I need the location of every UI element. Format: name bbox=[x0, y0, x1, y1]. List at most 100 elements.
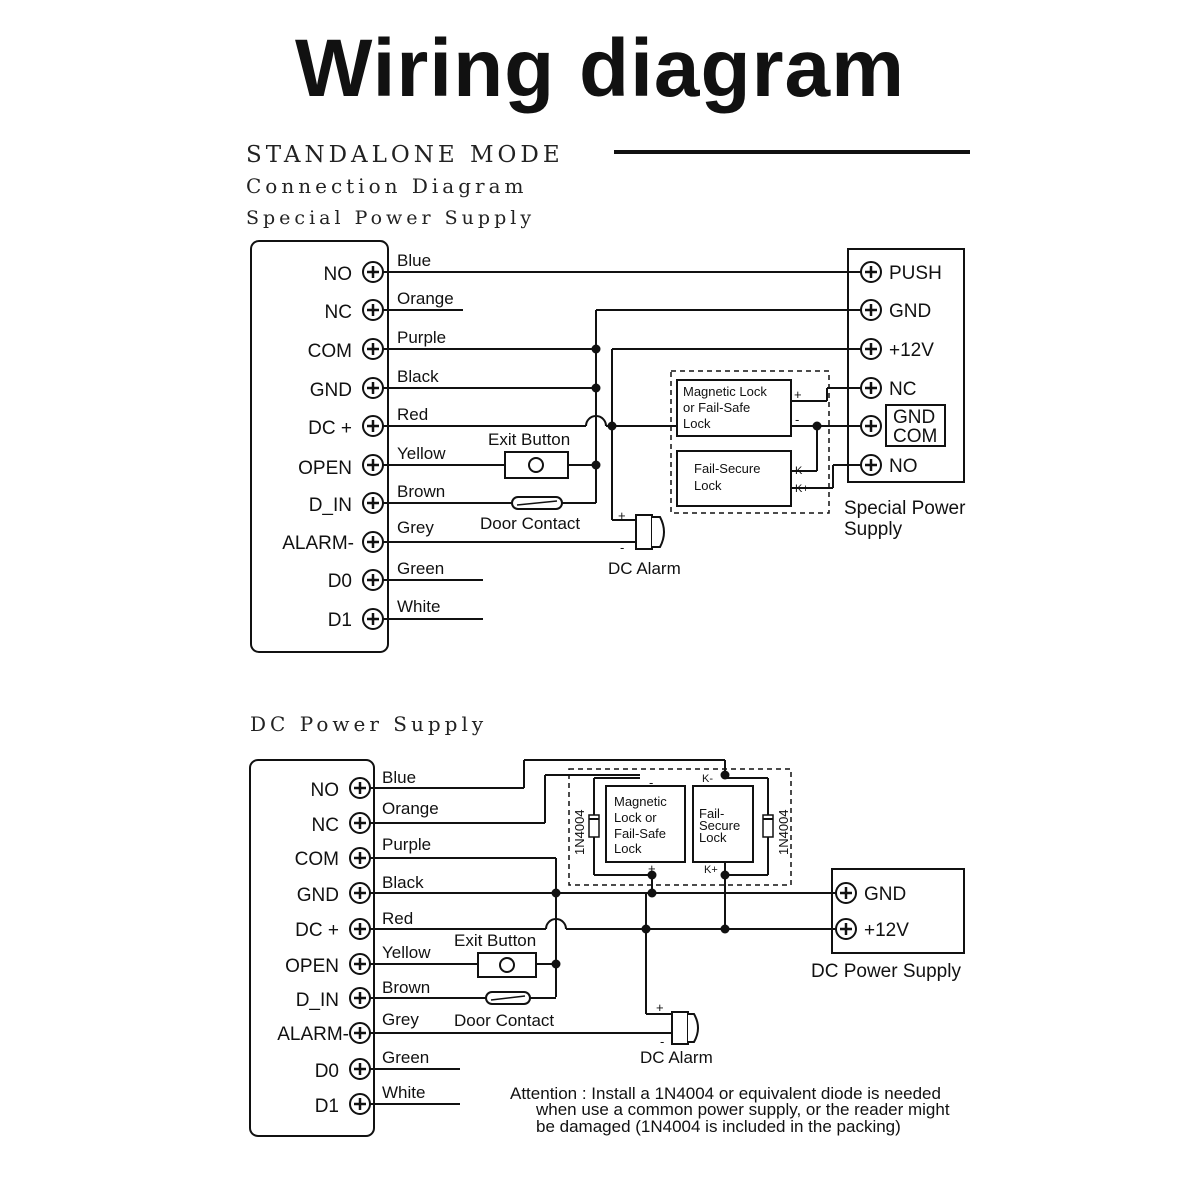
svg-text:Lock: Lock bbox=[699, 830, 727, 845]
svg-text:-: - bbox=[795, 412, 799, 427]
psu-terminal-label: NO bbox=[889, 456, 918, 477]
section1-terminal-screws bbox=[361, 260, 385, 631]
psu-terminal-label: NC bbox=[889, 379, 916, 400]
button-icon bbox=[499, 957, 515, 973]
controller-box bbox=[249, 759, 375, 1137]
svg-text:Attention : Install a 1N4004 o: Attention : Install a 1N4004 or equivale… bbox=[510, 1084, 941, 1103]
button-icon bbox=[528, 457, 544, 473]
svg-text:K+: K+ bbox=[795, 483, 809, 495]
svg-text:Grey: Grey bbox=[382, 1010, 419, 1029]
svg-text:Special Power: Special Power bbox=[844, 498, 966, 519]
terminal-label: ALARM- bbox=[282, 533, 354, 554]
failsecure-box bbox=[692, 785, 754, 863]
svg-text:Blue: Blue bbox=[382, 768, 416, 787]
section1-power-supply: PUSH GND +12V NC NO GND COM Special Powe… bbox=[844, 248, 966, 540]
svg-text:Magnetic: Magnetic bbox=[614, 794, 667, 809]
section1-dc-alarm: + - DC Alarm bbox=[608, 508, 681, 578]
terminal-label: COM bbox=[308, 341, 352, 362]
sub-heading: Connection Diagram bbox=[246, 174, 528, 198]
svg-text:Secure: Secure bbox=[699, 818, 740, 833]
svg-text:K-: K- bbox=[702, 773, 713, 785]
mode-heading: STANDALONE MODE bbox=[246, 142, 564, 168]
svg-text:Yellow: Yellow bbox=[382, 943, 431, 962]
terminal-label: DC + bbox=[308, 418, 352, 439]
svg-text:Orange: Orange bbox=[382, 799, 439, 818]
section2-exit-button: Exit Button bbox=[454, 931, 537, 978]
svg-text:Red: Red bbox=[382, 909, 413, 928]
section1-controller bbox=[250, 240, 389, 653]
svg-text:Purple: Purple bbox=[382, 835, 431, 854]
wire-label: White bbox=[397, 597, 440, 616]
svg-text:DC Alarm: DC Alarm bbox=[608, 559, 681, 578]
section2-power-supply: GND +12V DC Power Supply bbox=[811, 868, 965, 982]
section2-door-contact: Door Contact bbox=[454, 991, 554, 1030]
terminal-label: NO bbox=[324, 264, 353, 285]
maglock-box bbox=[676, 379, 792, 437]
section1-exit-button: Exit Button bbox=[488, 430, 570, 479]
svg-text:-: - bbox=[649, 775, 653, 790]
svg-text:+12V: +12V bbox=[864, 920, 909, 941]
svg-text:GND: GND bbox=[893, 407, 935, 428]
svg-text:+: + bbox=[794, 387, 802, 402]
svg-text:K+: K+ bbox=[704, 864, 718, 876]
terminal-label: D1 bbox=[328, 610, 352, 631]
svg-text:DC +: DC + bbox=[295, 920, 339, 941]
wire-label: Red bbox=[397, 405, 428, 424]
svg-text:when use a common power supply: when use a common power supply, or the r… bbox=[535, 1100, 950, 1119]
svg-text:Fail-: Fail- bbox=[699, 806, 724, 821]
svg-text:K-: K- bbox=[795, 465, 806, 477]
svg-text:Door Contact: Door Contact bbox=[480, 514, 580, 533]
svg-text:-: - bbox=[620, 540, 624, 555]
section2-wire-labels: Blue Orange Purple Black Red Yellow Brow… bbox=[382, 768, 439, 1102]
section1-wire-labels: Blue Orange Purple Black Red Yellow Brow… bbox=[397, 251, 454, 616]
terminal-label: NC bbox=[325, 302, 352, 323]
failsecure-box bbox=[676, 450, 792, 507]
svg-text:Lock: Lock bbox=[683, 416, 711, 431]
svg-text:Fail-Secure: Fail-Secure bbox=[694, 461, 760, 476]
maglock-box bbox=[605, 785, 686, 863]
svg-text:Lock or: Lock or bbox=[614, 810, 657, 825]
section2-terminal-screws bbox=[348, 776, 372, 1116]
svg-text:Exit Button: Exit Button bbox=[454, 931, 536, 950]
svg-text:Black: Black bbox=[382, 873, 424, 892]
wire-label: Green bbox=[397, 559, 444, 578]
svg-text:GND: GND bbox=[864, 884, 906, 905]
wire-label: Grey bbox=[397, 518, 434, 537]
svg-text:-: - bbox=[660, 1034, 664, 1049]
section1-heading: Special Power Supply bbox=[246, 207, 536, 229]
svg-text:COM: COM bbox=[893, 426, 937, 447]
section2-junctions bbox=[551, 770, 730, 969]
section2-lock-group: Magnetic Lock or Fail-Safe Lock Fail- Se… bbox=[568, 768, 792, 886]
controller-box bbox=[250, 240, 389, 653]
wire-label: Purple bbox=[397, 328, 446, 347]
section1-terminal-labels: NO NC COM GND DC + OPEN D_IN ALARM- D0 D… bbox=[282, 264, 354, 631]
svg-text:NO: NO bbox=[311, 780, 340, 801]
svg-text:COM: COM bbox=[295, 849, 339, 870]
section2-heading: DC Power Supply bbox=[250, 712, 488, 736]
svg-text:Brown: Brown bbox=[382, 978, 430, 997]
psu-terminal-label: PUSH bbox=[889, 263, 942, 284]
diode-left bbox=[588, 814, 600, 838]
svg-text:Door Contact: Door Contact bbox=[454, 1011, 554, 1030]
svg-text:Exit Button: Exit Button bbox=[488, 430, 570, 449]
diode-label: 1N4004 bbox=[572, 809, 587, 855]
svg-text:NC: NC bbox=[312, 815, 339, 836]
section1-door-contact: Door Contact bbox=[480, 496, 580, 533]
diode-label: 1N4004 bbox=[776, 809, 791, 855]
heading-rule bbox=[614, 150, 970, 154]
svg-text:be damaged (1N4004 is included: be damaged (1N4004 is included in the pa… bbox=[536, 1117, 901, 1136]
diode-right bbox=[762, 814, 774, 838]
svg-text:+: + bbox=[618, 508, 626, 523]
attention-note: Attention : Install a 1N4004 or equivale… bbox=[510, 1084, 950, 1136]
svg-text:DC Power Supply: DC Power Supply bbox=[811, 961, 961, 982]
svg-text:Fail-Safe: Fail-Safe bbox=[614, 826, 666, 841]
psu-terminal-label: GND bbox=[889, 301, 931, 322]
terminal-label: GND bbox=[310, 380, 352, 401]
wire-label: Black bbox=[397, 367, 439, 386]
page-title: Wiring diagram bbox=[294, 23, 906, 114]
svg-text:Magnetic Lock: Magnetic Lock bbox=[683, 384, 767, 399]
svg-text:Lock: Lock bbox=[614, 841, 642, 856]
section1-junctions bbox=[591, 344, 822, 470]
wire-label: Blue bbox=[397, 251, 431, 270]
